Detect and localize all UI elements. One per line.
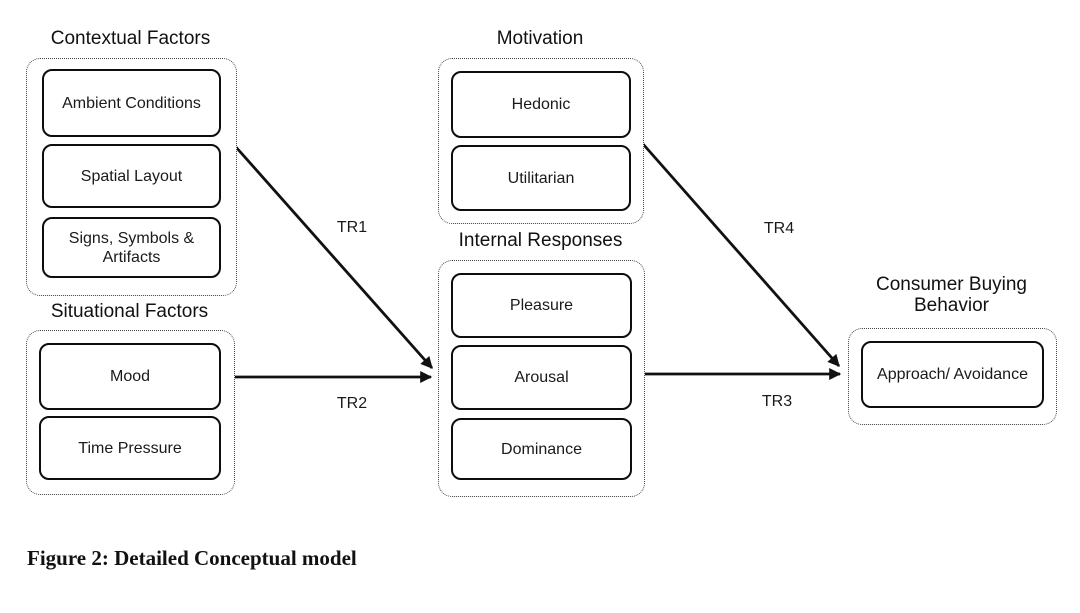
internal-responses-title: Internal Responses: [458, 230, 623, 251]
node-dominance: Dominance: [451, 418, 632, 480]
node-signs-symbols-artifacts: Signs, Symbols & Artifacts: [42, 217, 221, 278]
motivation-group: Hedonic Utilitarian: [438, 58, 644, 224]
consumer-buying-behavior-title: Consumer Buying Behavior: [875, 274, 1028, 316]
arrow-label-tr1: TR1: [336, 219, 368, 236]
node-time-pressure: Time Pressure: [39, 416, 221, 480]
node-spatial-layout: Spatial Layout: [42, 144, 221, 208]
contextual-factors-title: Contextual Factors: [50, 28, 211, 49]
arrow-label-tr4: TR4: [763, 220, 795, 237]
consumer-buying-behavior-group: Approach/ Avoidance: [848, 328, 1057, 425]
contextual-factors-group: Ambient Conditions Spatial Layout Signs,…: [26, 58, 237, 296]
arrow-label-tr3: TR3: [761, 393, 793, 410]
node-mood: Mood: [39, 343, 221, 410]
arrow-label-tr2: TR2: [336, 395, 368, 412]
figure-caption: Figure 2: Detailed Conceptual model: [27, 546, 357, 570]
arrow-tr4: [641, 143, 841, 367]
node-pleasure: Pleasure: [451, 273, 632, 338]
motivation-title: Motivation: [496, 28, 584, 49]
arrow-tr1: [233, 145, 434, 369]
node-arousal: Arousal: [451, 345, 632, 410]
node-ambient-conditions: Ambient Conditions: [42, 69, 221, 137]
internal-responses-group: Pleasure Arousal Dominance: [438, 260, 645, 497]
node-hedonic: Hedonic: [451, 71, 631, 138]
node-utilitarian: Utilitarian: [451, 145, 631, 211]
situational-factors-title: Situational Factors: [50, 301, 209, 322]
node-approach-avoidance: Approach/ Avoidance: [861, 341, 1044, 408]
situational-factors-group: Mood Time Pressure: [26, 330, 235, 495]
